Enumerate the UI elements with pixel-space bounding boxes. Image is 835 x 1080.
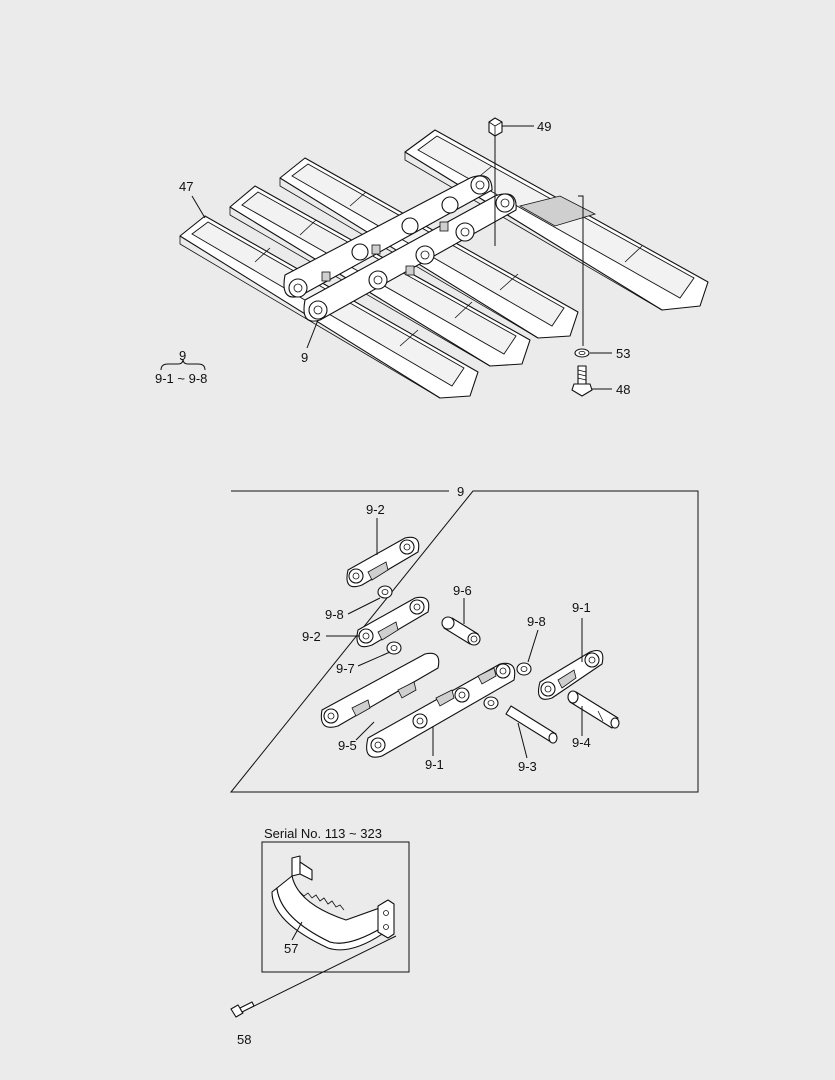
leader-47 xyxy=(191,195,206,219)
label-9-1-upper: 9-1 xyxy=(572,600,591,615)
link-plate-9-2-upper xyxy=(346,536,420,588)
label-9-4: 9-4 xyxy=(572,735,591,750)
bushing-9-6 xyxy=(441,616,481,646)
brace-bottom-label: 9-1 ~ 9-8 xyxy=(155,371,207,386)
label-53: 53 xyxy=(616,346,630,361)
detail-leaders xyxy=(326,518,583,759)
label-58: 58 xyxy=(237,1032,251,1047)
label-9-2-middle: 9-2 xyxy=(302,629,321,644)
washer-53 xyxy=(574,348,590,358)
brace xyxy=(160,358,206,371)
serial-range-label: Serial No. 113 ~ 323 xyxy=(264,826,382,841)
leader-9-top xyxy=(306,319,319,349)
leader-57 xyxy=(291,921,303,941)
label-9-3: 9-3 xyxy=(518,759,537,774)
link-plate-9-2-middle xyxy=(356,596,430,648)
axis-line-49 xyxy=(494,136,584,346)
bolt-58 xyxy=(230,1001,255,1018)
label-9-8-upper: 9-8 xyxy=(325,607,344,622)
pin-9-3 xyxy=(505,705,558,744)
chain-segment-9-5 xyxy=(320,652,516,758)
pin-9-4 xyxy=(567,690,620,729)
washer-9-8-mid xyxy=(516,662,532,676)
detail-box-title: 9 xyxy=(457,484,464,499)
label-9-1-lower: 9-1 xyxy=(425,757,444,772)
label-9-7: 9-7 xyxy=(336,661,355,676)
link-plate-9-1-right xyxy=(537,649,604,700)
label-9-2-upper: 9-2 xyxy=(366,502,385,517)
washer-9-7 xyxy=(386,641,402,655)
nut-49 xyxy=(488,117,503,137)
label-49: 49 xyxy=(537,119,551,134)
leader-58 xyxy=(249,935,397,1009)
flight-pan xyxy=(404,129,709,311)
serial-box xyxy=(261,841,410,973)
label-48: 48 xyxy=(616,382,630,397)
label-9-6: 9-6 xyxy=(453,583,472,598)
brace-top-label: 9 xyxy=(179,348,186,363)
label-57: 57 xyxy=(284,941,298,956)
washer-9-8-lower xyxy=(483,696,499,710)
detail-box-9 xyxy=(229,490,699,793)
flight-pan-assembly xyxy=(179,117,709,399)
bolt-48 xyxy=(571,365,593,397)
chain-assembly-9 xyxy=(283,175,517,322)
guide-bracket-57 xyxy=(271,855,395,951)
label-9-8-mid: 9-8 xyxy=(527,614,546,629)
label-9-5: 9-5 xyxy=(338,738,357,753)
label-9-top: 9 xyxy=(301,350,308,365)
label-47: 47 xyxy=(179,179,193,194)
washer-9-8-upper xyxy=(377,585,393,599)
